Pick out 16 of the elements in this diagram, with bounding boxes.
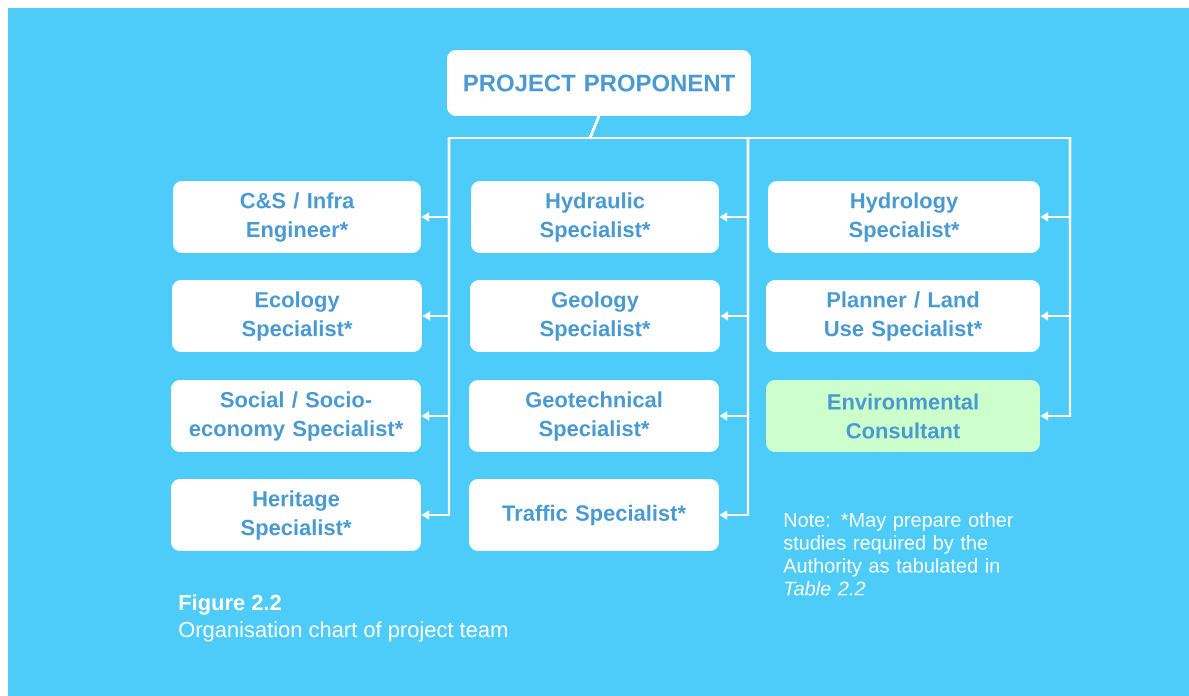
specialist-box: C&S / Infra Engineer* (173, 181, 421, 253)
specialist-box: Environmental Consultant (766, 380, 1040, 452)
specialist-box: Ecology Specialist* (172, 280, 422, 352)
specialist-box: Heritage Specialist* (171, 479, 421, 551)
figure-number: Figure 2.2 (179, 594, 281, 615)
specialist-box: Geology Specialist* (470, 280, 720, 352)
caption: Organisation chart of project team (179, 621, 507, 642)
specialist-box: Planner / Land Use Specialist* (766, 280, 1040, 352)
specialist-box: Traffic Specialist* (469, 479, 719, 551)
role-box: PROJECT PROPONENT (447, 50, 751, 116)
connector-arrow (588, 115, 1072, 421)
specialist-box: Hydraulic Specialist* (471, 181, 719, 253)
specialist-box: Social / Socio-economy Specialist* (171, 380, 421, 452)
note-text: Note: *May prepare other studies required by the Authority as tabulated in Table 2.2 (783, 512, 1014, 596)
specialist-box: Hydrology Specialist* (768, 181, 1040, 253)
specialist-box: Geotechnical Specialist* (469, 380, 719, 452)
